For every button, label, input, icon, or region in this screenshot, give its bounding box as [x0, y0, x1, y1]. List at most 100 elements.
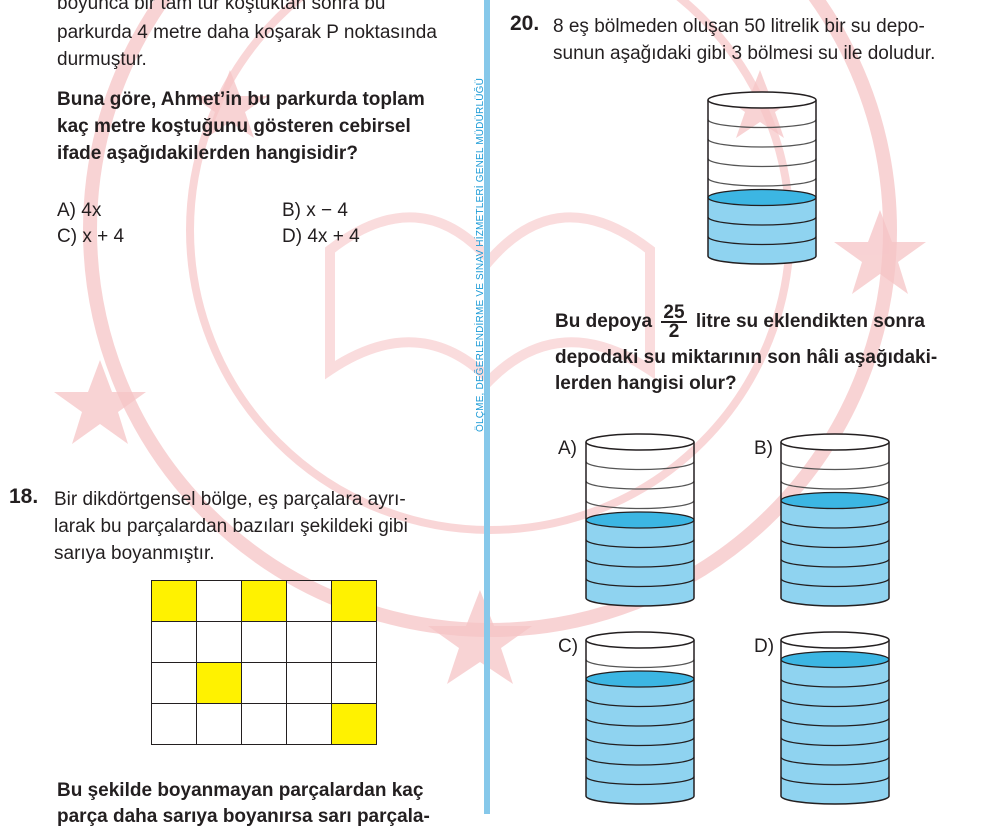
section-line — [780, 737, 890, 747]
section-line — [707, 119, 817, 129]
section-line — [780, 461, 890, 471]
q20-option-b-tank[interactable] — [778, 432, 898, 610]
section-line — [707, 177, 817, 187]
q18-number: 18. — [9, 485, 39, 508]
q17-question-line-1: Buna göre, Ahmet’in bu parkurda toplam — [57, 89, 425, 110]
section-line — [780, 519, 890, 529]
q17-question-line-2: kaç metre koştuğunu gösteren cebirsel — [57, 116, 411, 137]
section-line — [780, 698, 890, 708]
q20-line-2: sunun aşağıdaki gibi 3 bölmesi su ile do… — [553, 43, 936, 64]
q20-option-a-tank[interactable] — [583, 432, 703, 610]
water-surface — [585, 670, 695, 688]
water-body — [781, 500, 889, 606]
grid-cell-white — [196, 703, 242, 745]
grid-cell-white — [196, 580, 242, 622]
q20-option-d-tank[interactable] — [778, 630, 898, 808]
option-letter: C) — [57, 226, 78, 247]
q20-option-c-tank[interactable] — [583, 630, 703, 808]
grid-cell-yellow — [331, 580, 377, 622]
grid-cell-white — [286, 580, 332, 622]
option-text: x + 4 — [82, 226, 125, 247]
section-line — [585, 659, 695, 669]
tank-bottom — [707, 255, 817, 265]
section-line — [585, 539, 695, 549]
section-line — [780, 578, 890, 588]
tank-top-rim — [780, 433, 890, 451]
tank-bottom — [585, 795, 695, 805]
q18-question-line-2: parça daha sarıya boyanırsa sarı parçala… — [57, 806, 430, 827]
section-line — [707, 236, 817, 246]
grid-cell-white — [151, 662, 197, 704]
water-surface — [707, 188, 817, 207]
q17-line-3: durmuştur. — [57, 49, 147, 70]
q18-line-2: larak bu parçalardan bazıları şekildeki … — [54, 516, 408, 537]
option-text: 4x + 4 — [307, 226, 360, 247]
q20-option-c-label[interactable]: C) — [558, 636, 579, 657]
q18-question-line-1: Bu şekilde boyanmayan parçalardan kaç — [57, 780, 424, 801]
grid-cell-white — [196, 621, 242, 663]
grid-cell-yellow — [196, 662, 242, 704]
water-body — [586, 679, 694, 804]
q20-question-line-1: Bu depoya 25 2 litre su eklendikten sonr… — [555, 302, 925, 341]
tank-top-rim — [780, 631, 890, 649]
tank-bottom — [780, 597, 890, 607]
section-line — [585, 698, 695, 708]
grid-cell-white — [241, 703, 287, 745]
section-line — [585, 717, 695, 727]
grid-cell-white — [241, 621, 287, 663]
fraction: 25 2 — [661, 302, 687, 341]
q17-option-d[interactable]: D) 4x + 4 — [282, 224, 360, 250]
grid-cell-yellow — [331, 703, 377, 745]
q17-question-line-3: ifade aşağıdakilerden hangisidir? — [57, 143, 358, 164]
grid-row — [151, 703, 377, 745]
q20-question-pre: Bu depoya — [555, 311, 653, 333]
tank-bottom — [585, 597, 695, 607]
q17-option-c[interactable]: C) x + 4 — [57, 224, 124, 250]
section-line — [780, 776, 890, 786]
sidebar-text: ÖLÇME, DEĞERLENDİRME VE SINAV HİZMETLERİ… — [475, 77, 486, 432]
painted-grid — [151, 580, 377, 745]
section-line — [585, 558, 695, 568]
column-divider — [484, 0, 490, 814]
option-letter: B) — [282, 200, 301, 221]
grid-cell-white — [151, 621, 197, 663]
grid-row — [151, 621, 377, 663]
q20-option-a-label[interactable]: A) — [558, 438, 577, 459]
q20-question-post: litre su eklendikten sonra — [695, 311, 925, 333]
q20-number: 20. — [510, 12, 540, 35]
q17-line-2: parkurda 4 metre daha koşarak P noktasın… — [57, 22, 437, 43]
section-line — [585, 776, 695, 786]
water-surface — [780, 650, 890, 669]
q20-question-line-3: lerden hangisi olur? — [555, 373, 737, 394]
q17-option-b[interactable]: B) x − 4 — [282, 198, 348, 224]
water-body — [781, 659, 889, 804]
section-line — [585, 737, 695, 747]
section-line — [585, 461, 695, 471]
section-line — [780, 539, 890, 549]
fraction-numerator: 25 — [661, 302, 687, 323]
grid-cell-white — [286, 621, 332, 663]
option-letter: A) — [57, 200, 76, 221]
q20-question-line-2: depodaki su miktarının son hâli aşağıdak… — [555, 347, 938, 368]
grid-cell-white — [241, 662, 287, 704]
section-line — [780, 480, 890, 490]
grid-cell-yellow — [151, 580, 197, 622]
q20-option-b-label[interactable]: B) — [754, 438, 773, 459]
grid-cell-white — [286, 662, 332, 704]
water-tank-initial — [707, 91, 817, 265]
q17-option-a[interactable]: A) 4x — [57, 198, 101, 224]
tank-top-rim — [585, 433, 695, 451]
section-line — [707, 138, 817, 148]
section-line — [707, 158, 817, 168]
grid-row — [151, 662, 377, 704]
section-line — [780, 756, 890, 766]
water-body — [708, 197, 816, 264]
option-text: 4x — [81, 200, 102, 221]
q18-line-1: Bir dikdörtgensel bölge, eş parçalara ay… — [54, 489, 406, 510]
q18-line-3: sarıya boyanmıştır. — [54, 543, 215, 564]
grid-cell-white — [331, 662, 377, 704]
q20-option-d-label[interactable]: D) — [754, 636, 775, 657]
section-line — [780, 717, 890, 727]
grid-cell-yellow — [241, 580, 287, 622]
q20-line-1: 8 eş bölmeden oluşan 50 litrelik bir su … — [553, 16, 925, 37]
